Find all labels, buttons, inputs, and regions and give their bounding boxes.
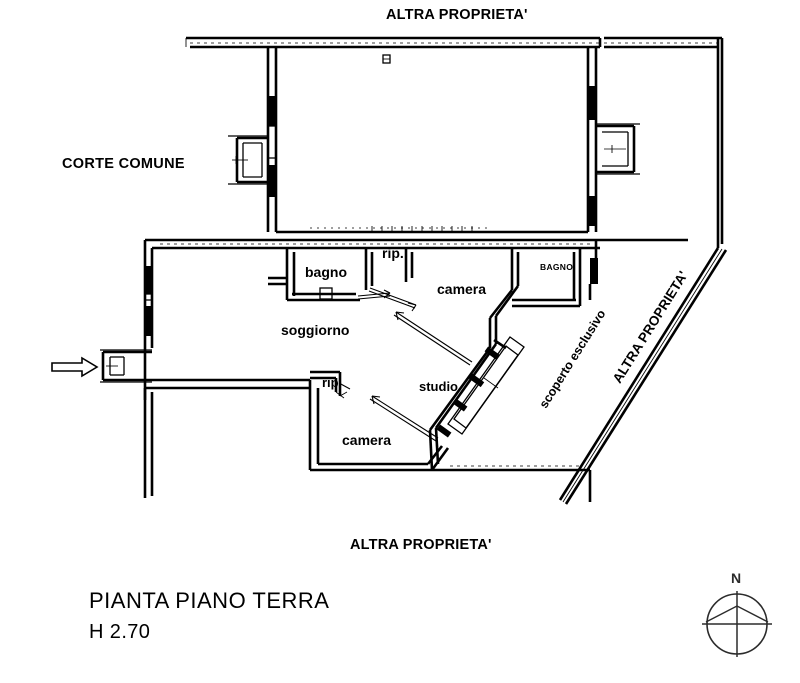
compass-rose xyxy=(702,591,772,657)
plan-height-note: H 2.70 xyxy=(89,621,151,643)
terrace-loggia xyxy=(436,336,525,438)
room-label-bagno-small: BAGNO xyxy=(540,262,574,272)
label-altra-proprieta-bottom: ALTRA PROPRIETA' xyxy=(350,537,492,553)
apartment-outer-walls xyxy=(100,238,688,502)
room-label-rip-lower: rip xyxy=(322,375,339,390)
label-altra-proprieta-top: ALTRA PROPRIETA' xyxy=(386,7,528,23)
right-property-boundary xyxy=(558,38,728,505)
room-label-camera-upper: camera xyxy=(437,281,487,297)
compass-north-label: N xyxy=(731,570,742,586)
door-swings xyxy=(338,287,473,442)
room-label-camera-lower: camera xyxy=(342,432,392,448)
upper-wing-walls xyxy=(185,36,722,234)
room-label-bagno: bagno xyxy=(305,264,347,280)
label-corte-comune: CORTE COMUNE xyxy=(62,156,185,172)
room-label-rip-upper: rip. xyxy=(382,245,404,261)
room-label-soggiorno: soggiorno xyxy=(281,322,350,338)
entry-arrow xyxy=(51,356,99,378)
interior-partitions xyxy=(268,240,598,471)
plan-title: PIANTA PIANO TERRA xyxy=(89,588,330,613)
room-label-studio: studio xyxy=(419,379,458,394)
